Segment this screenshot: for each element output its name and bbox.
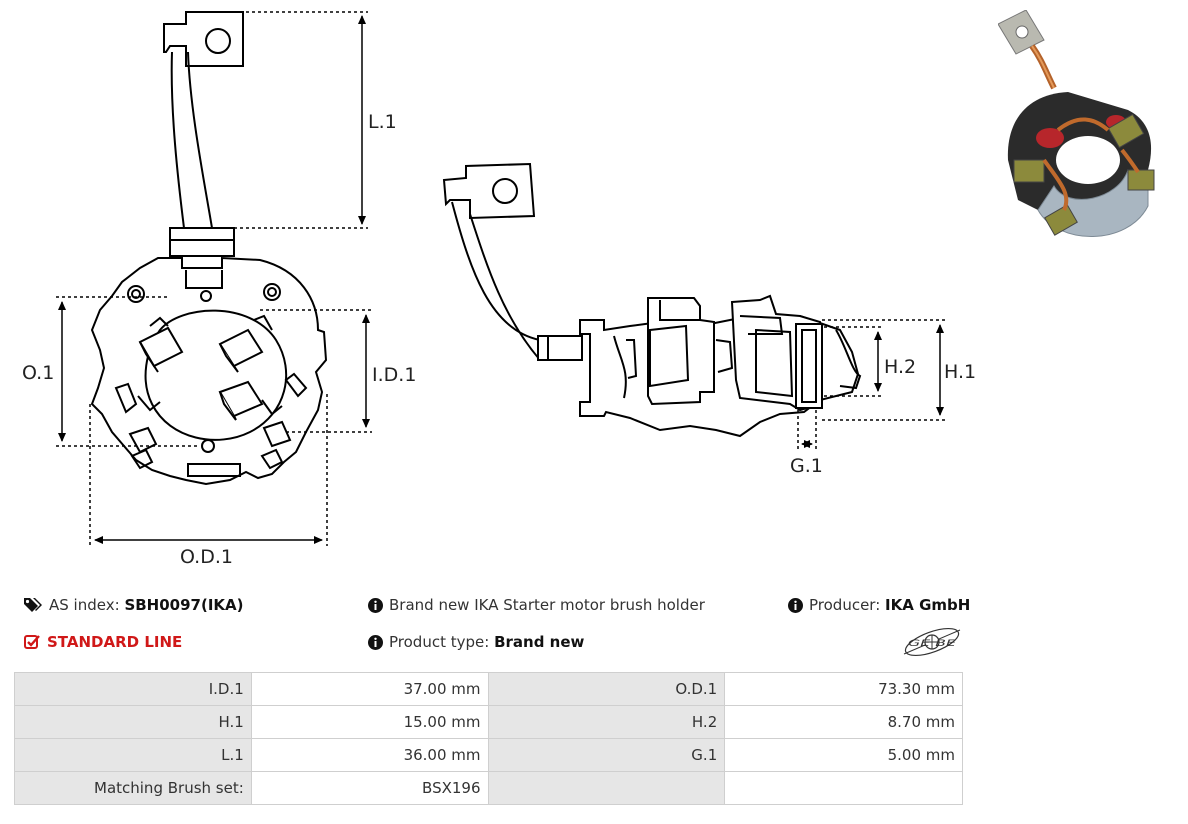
dim-label-g1: G.1 bbox=[790, 455, 823, 477]
tags-icon bbox=[24, 598, 42, 612]
dim-label-h1: H.1 bbox=[944, 361, 976, 383]
spec-value: 36.00 mm bbox=[250, 738, 489, 772]
side-view-dimensions bbox=[797, 319, 946, 450]
as-index-line: AS index: SBH0097(IKA) bbox=[24, 596, 244, 614]
specs-table: I.D.1 37.00 mm O.D.1 73.30 mm H.1 15.00 … bbox=[14, 672, 963, 805]
spec-value: 15.00 mm bbox=[250, 705, 489, 739]
standard-line-badge: STANDARD LINE bbox=[24, 633, 182, 651]
dim-label-od1: O.D.1 bbox=[180, 546, 233, 568]
table-row: I.D.1 37.00 mm O.D.1 73.30 mm bbox=[14, 672, 963, 706]
producer-label: Producer: bbox=[809, 596, 881, 614]
spec-empty-cell bbox=[724, 771, 963, 805]
dim-label-h2: H.2 bbox=[884, 356, 916, 378]
side-view bbox=[442, 162, 862, 438]
dim-label-id1: I.D.1 bbox=[372, 364, 416, 386]
table-row: Matching Brush set: BSX196 bbox=[14, 771, 963, 805]
front-view-dimensions bbox=[56, 11, 372, 546]
product-type-line: Product type: Brand new bbox=[368, 633, 584, 651]
spec-value: 8.70 mm bbox=[724, 705, 963, 739]
product-photo bbox=[998, 10, 1155, 237]
info-circle-icon bbox=[368, 635, 383, 650]
product-type-label: Product type: bbox=[389, 633, 490, 651]
as-index-label: AS index: bbox=[49, 596, 120, 614]
producer-line: Producer: IKA GmbH bbox=[788, 596, 970, 614]
spec-label: H.2 bbox=[487, 705, 726, 739]
gebe-logo-text: GE BE bbox=[908, 639, 957, 649]
spec-empty-cell bbox=[487, 771, 726, 805]
spec-label: Matching Brush set: bbox=[14, 771, 252, 805]
info-circle-icon bbox=[788, 598, 803, 613]
info-circle-icon bbox=[368, 598, 383, 613]
table-row: L.1 36.00 mm G.1 5.00 mm bbox=[14, 738, 963, 772]
producer-value: IKA GmbH bbox=[885, 596, 971, 614]
as-index-value: SBH0097(IKA) bbox=[124, 596, 244, 614]
dim-label-l1: L.1 bbox=[368, 111, 397, 133]
table-row: H.1 15.00 mm H.2 8.70 mm bbox=[14, 705, 963, 739]
standard-line-text: STANDARD LINE bbox=[47, 633, 183, 651]
spec-label: I.D.1 bbox=[14, 672, 252, 706]
spec-label: H.1 bbox=[14, 705, 252, 739]
description-text: Brand new IKA Starter motor brush holder bbox=[389, 596, 705, 614]
spec-value: 73.30 mm bbox=[724, 672, 963, 706]
technical-drawing: L.1 O.1 I.D.1 O.D.1 bbox=[22, 11, 976, 568]
description-line: Brand new IKA Starter motor brush holder bbox=[368, 596, 705, 614]
spec-value: 5.00 mm bbox=[724, 738, 963, 772]
gebe-logo: GE BE bbox=[903, 627, 961, 657]
spec-label: L.1 bbox=[14, 738, 252, 772]
product-type-value: Brand new bbox=[494, 633, 585, 651]
spec-label: G.1 bbox=[487, 738, 726, 772]
dim-label-o1: O.1 bbox=[22, 362, 54, 384]
spec-label: O.D.1 bbox=[487, 672, 726, 706]
spec-value: 37.00 mm bbox=[250, 672, 489, 706]
check-square-icon bbox=[24, 635, 40, 649]
front-view bbox=[90, 11, 328, 486]
spec-value-link[interactable]: BSX196 bbox=[250, 771, 489, 805]
